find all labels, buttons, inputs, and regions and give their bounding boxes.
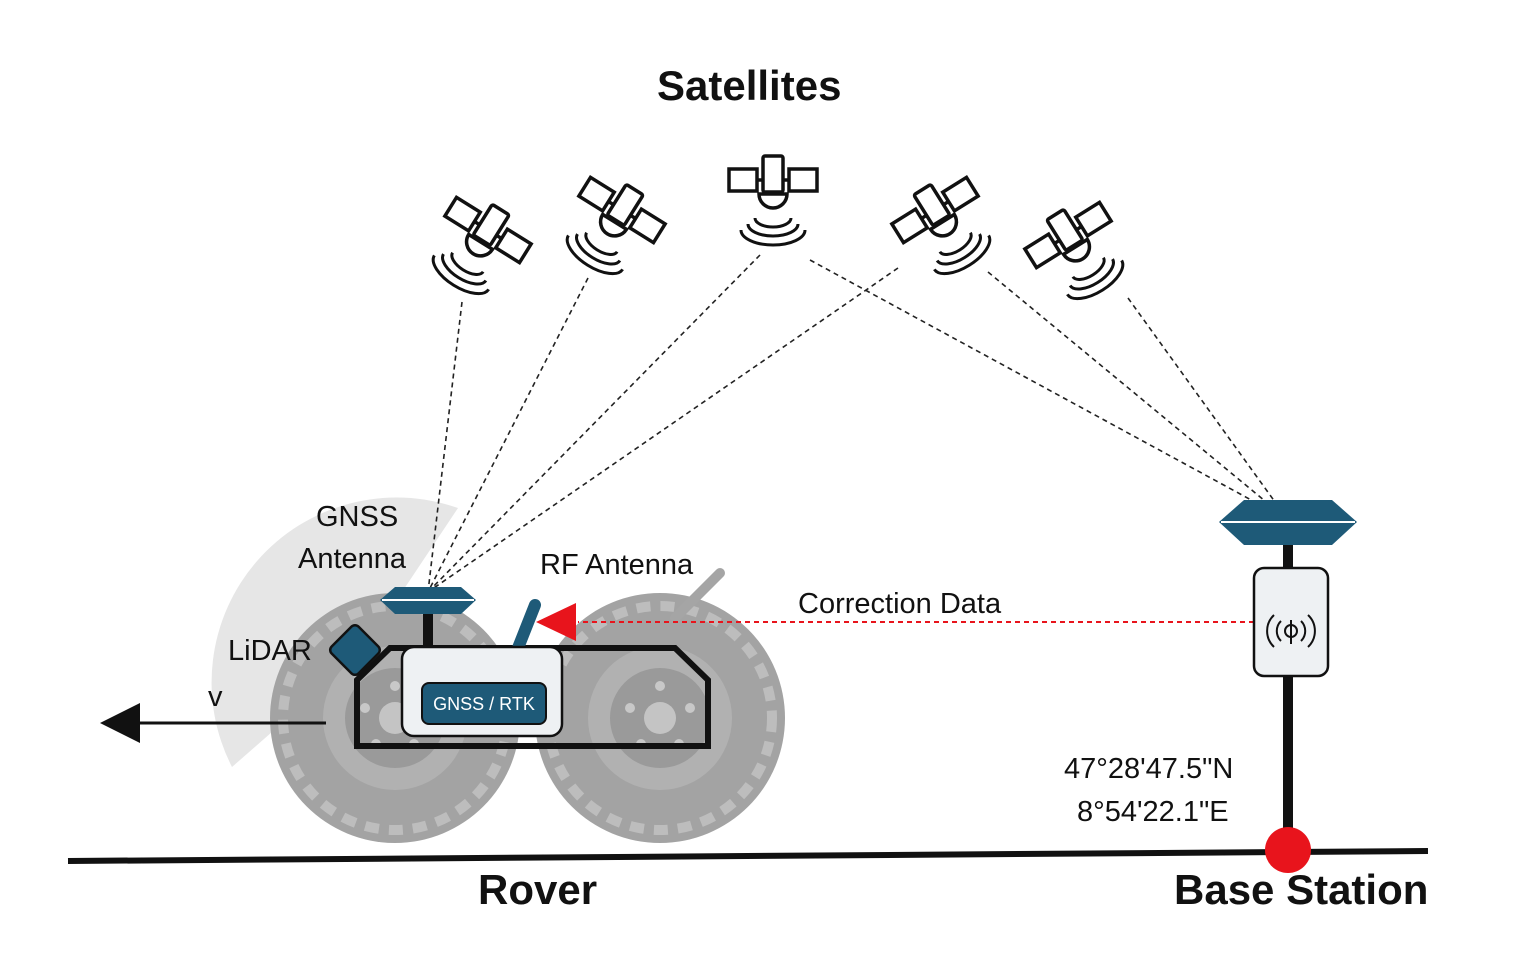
lidar-sensor [328,623,382,677]
velocity-arrowhead [100,703,140,743]
rf-antenna-label: RF Antenna [540,549,694,581]
base-reference-point [1265,827,1311,873]
gnss-antenna-label-line1: GNSS [316,501,399,533]
rover-rear-mast [670,568,725,623]
satellite-icon [883,164,1009,291]
satellite-icon [548,164,674,291]
base-station-label: Base Station [1174,866,1429,913]
velocity-label: v [208,681,223,713]
satellite-icon [414,184,540,311]
correction-data-label: Correction Data [798,588,1002,620]
base-latitude: 47°28'47.5"N [1064,753,1234,785]
lidar-label: LiDAR [228,635,312,667]
gnss-rtk-chip [421,682,547,725]
base-longitude: 8°54'22.1"E [1077,796,1229,828]
rover-signal-lines [427,254,899,593]
base-signal-lines [809,259,1289,521]
correction-arrowhead [536,603,576,641]
gnss-rtk-label: GNSS / RTK [433,694,535,714]
ground-line [67,848,1429,864]
gnss-antenna-label-line2: Antenna [298,543,407,575]
satellites-title: Satellites [657,62,842,109]
rf-antenna [512,599,541,654]
rover-label: Rover [478,866,598,913]
satellite-icon [1016,189,1142,316]
rover-body [354,645,711,749]
radio-broadcast-icon [1266,614,1316,648]
satellite-icon [727,154,819,247]
